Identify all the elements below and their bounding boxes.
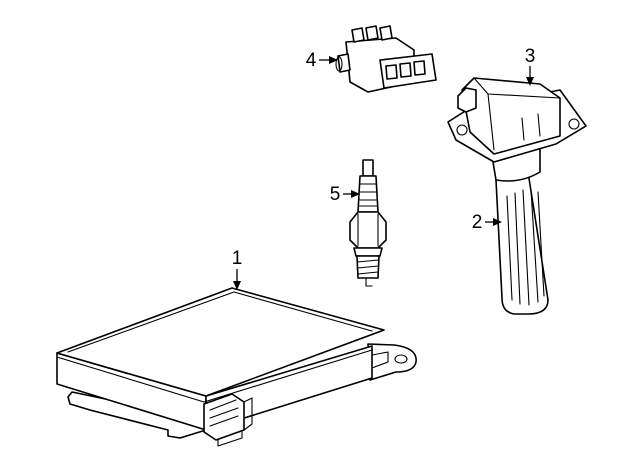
callout-2-label: 2 [472,212,483,233]
callout-2: 2 [472,212,502,233]
connector [335,25,437,93]
control-module [56,287,417,447]
callout-5-label: 5 [330,184,341,205]
callout-4: 4 [306,50,338,71]
callout-3-label: 3 [525,46,536,67]
ignition-coil [447,77,587,315]
callout-3: 3 [525,46,536,86]
callout-5: 5 [330,184,360,205]
spark-plug [349,159,387,287]
callout-1-label: 1 [232,248,243,269]
callout-4-label: 4 [306,50,317,71]
callout-1: 1 [232,248,243,290]
